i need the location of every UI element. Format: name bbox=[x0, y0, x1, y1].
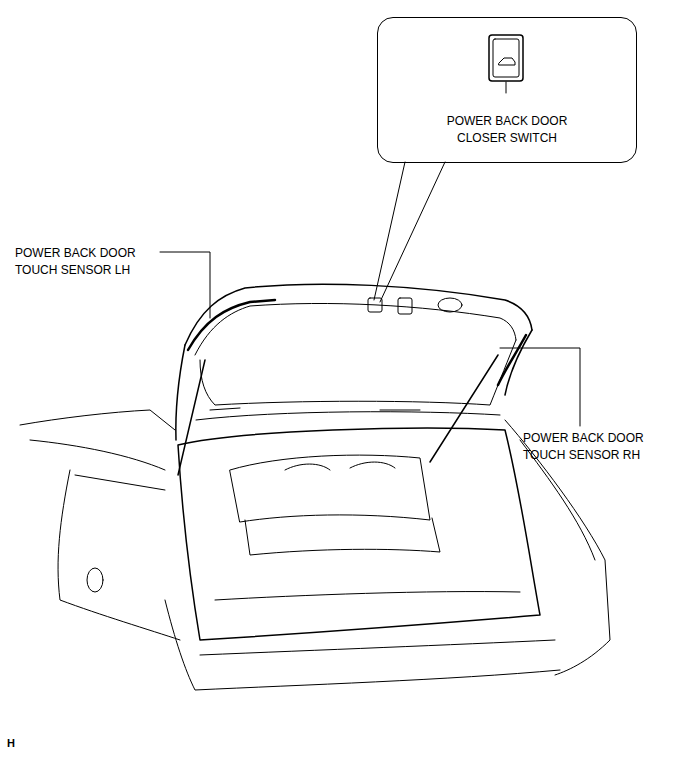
trim-recess bbox=[438, 298, 462, 312]
callout-box: POWER BACK DOOR CLOSER SWITCH bbox=[377, 17, 637, 163]
car-body bbox=[30, 440, 165, 470]
leader-line bbox=[380, 162, 445, 302]
rear-seat bbox=[230, 455, 430, 522]
door-lower-edge bbox=[196, 412, 500, 420]
car-body bbox=[75, 475, 165, 490]
door-glass-frame bbox=[200, 340, 516, 405]
fuel-lid bbox=[87, 568, 103, 592]
back-door bbox=[176, 345, 185, 440]
car-roof bbox=[20, 410, 175, 430]
figure-code: H bbox=[7, 735, 37, 752]
damper-stay bbox=[178, 360, 205, 475]
leader-line bbox=[506, 82, 507, 93]
cargo-floor bbox=[215, 592, 520, 600]
switch bbox=[368, 298, 382, 312]
switch-symbol bbox=[499, 58, 515, 65]
bumper bbox=[200, 640, 555, 655]
leader-line bbox=[160, 252, 210, 318]
back-door bbox=[195, 303, 516, 355]
hinge bbox=[210, 408, 240, 410]
headrest bbox=[350, 462, 395, 468]
hinge bbox=[380, 410, 420, 411]
headrest bbox=[285, 464, 330, 470]
part-label: POWER BACK DOOR CLOSER SWITCH bbox=[432, 113, 582, 147]
switch-icon bbox=[489, 35, 523, 81]
leader-line bbox=[374, 162, 405, 300]
touch-sensor bbox=[188, 300, 275, 350]
part-label: POWER BACK DOOR TOUCH SENSOR RH bbox=[523, 430, 653, 464]
touch-sensor bbox=[498, 335, 526, 385]
part-label: POWER BACK DOOR TOUCH SENSOR LH bbox=[15, 245, 145, 279]
cargo-opening bbox=[178, 428, 540, 640]
damper-stay bbox=[430, 355, 498, 462]
rear-seat bbox=[245, 518, 440, 555]
handle bbox=[398, 298, 412, 314]
switch-icon bbox=[493, 39, 519, 77]
car-body bbox=[58, 470, 180, 640]
bumper bbox=[165, 600, 560, 690]
